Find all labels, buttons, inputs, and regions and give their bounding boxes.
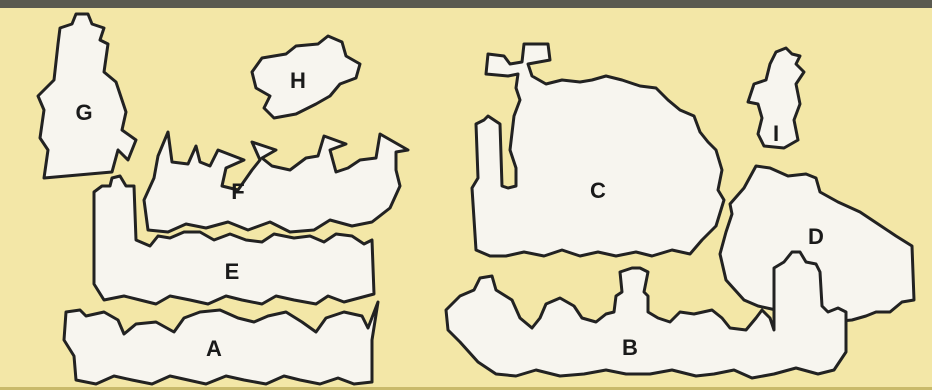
piece-h-shape — [252, 36, 360, 118]
piece-c-shape — [472, 44, 724, 256]
piece-b[interactable]: B — [446, 252, 846, 378]
piece-a[interactable]: A — [64, 302, 378, 384]
piece-b-shape — [446, 252, 846, 378]
piece-f-shape — [144, 132, 408, 232]
piece-h[interactable]: H — [252, 36, 360, 118]
piece-g-label: G — [75, 100, 92, 125]
piece-b-label: B — [622, 335, 638, 360]
piece-f-label: F — [231, 179, 244, 204]
piece-h-label: H — [290, 68, 306, 93]
piece-c[interactable]: C — [472, 44, 724, 256]
piece-c-label: C — [590, 178, 606, 203]
piece-g-shape — [38, 14, 136, 178]
piece-d-label: D — [808, 224, 824, 249]
piece-a-label: A — [206, 336, 222, 361]
piece-e-label: E — [225, 259, 240, 284]
piece-g[interactable]: G — [38, 14, 136, 178]
piece-i[interactable]: I — [748, 48, 804, 148]
piece-i-label: I — [773, 121, 779, 146]
piece-f[interactable]: F — [144, 132, 408, 232]
